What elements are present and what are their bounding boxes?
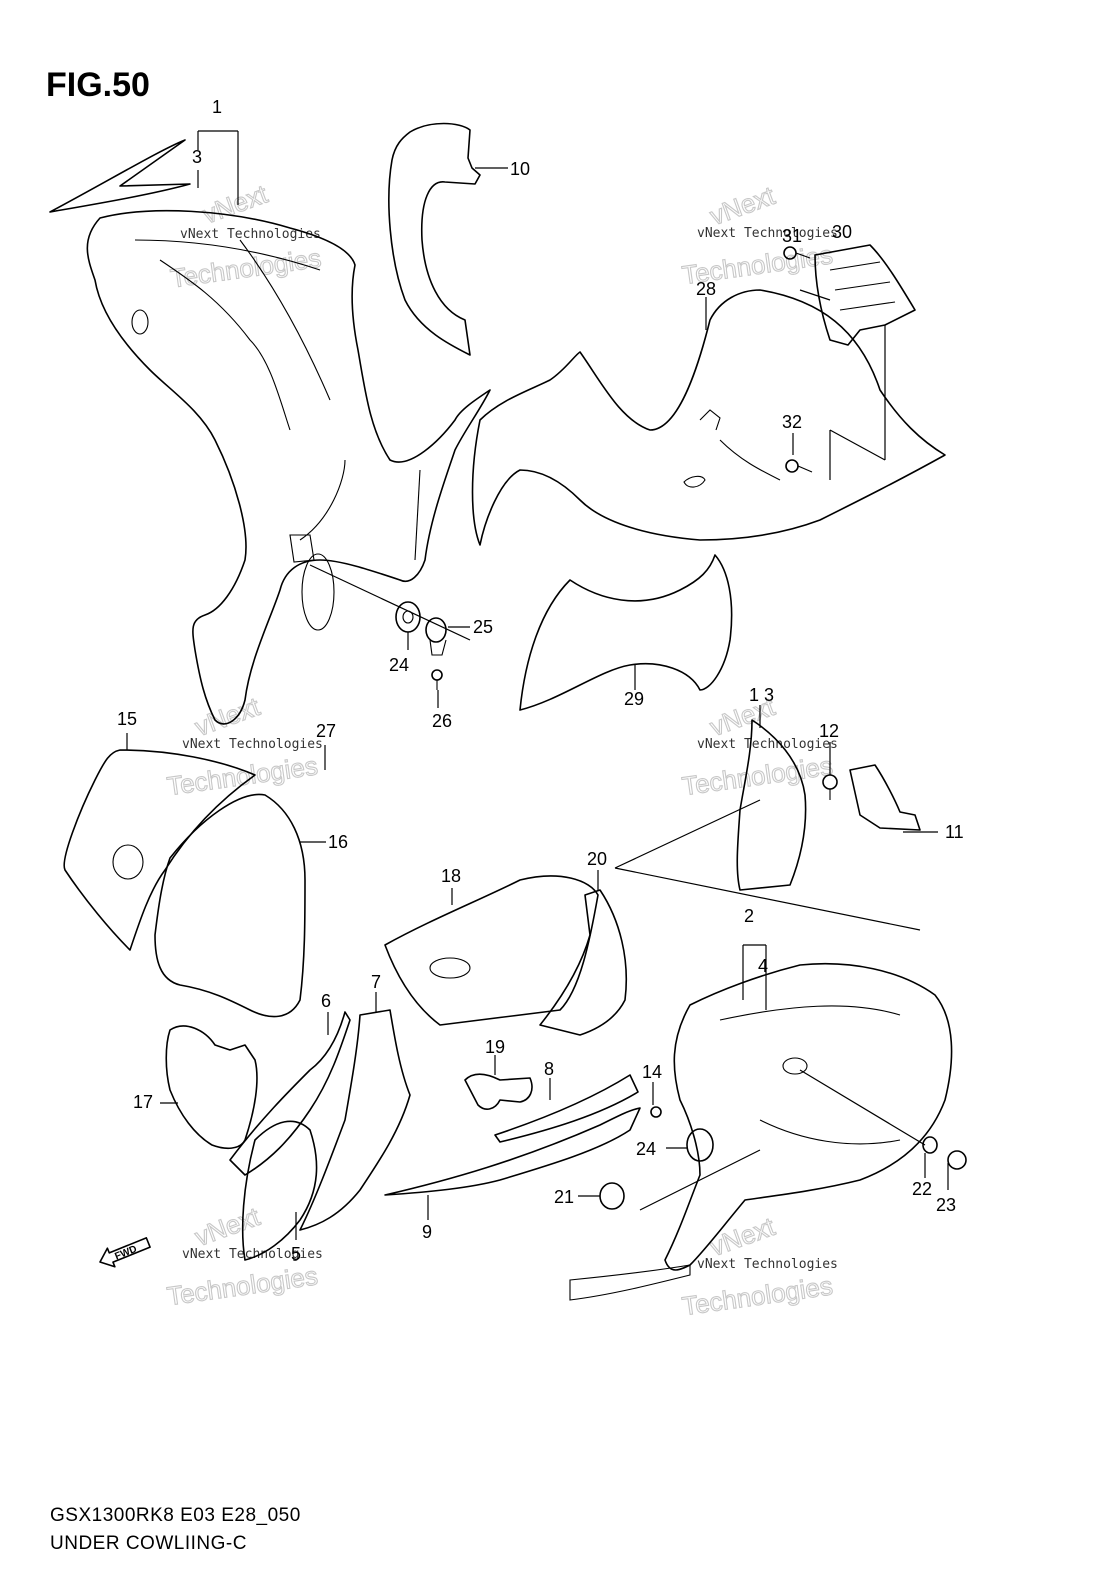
watermark-text: vNext Technologies: [697, 737, 838, 752]
callout-29: 29: [624, 689, 644, 709]
part-5-panel: [241, 1120, 318, 1261]
callout-10: 10: [510, 159, 530, 179]
bracket-guide-lines: [799, 289, 886, 480]
part-13-panel: [736, 719, 807, 891]
part-25-clip: [425, 617, 447, 656]
part-11-bracket: [849, 764, 921, 831]
part-17-bracket: [165, 1025, 258, 1150]
callout-11: 11: [945, 822, 964, 842]
callout-9: 9: [422, 1222, 432, 1242]
callout-19: 19: [485, 1037, 505, 1057]
part-23-screw: [947, 1150, 967, 1170]
part-24-grommet-lower: [686, 1128, 714, 1162]
leader-grommet-axis: [309, 564, 471, 641]
callout-20: 20: [587, 849, 607, 869]
callout-32: 32: [782, 412, 802, 432]
callout-21: 21: [554, 1187, 574, 1207]
callout-24-lower: 24: [636, 1139, 656, 1159]
callout-14: 14: [642, 1062, 662, 1082]
watermark-big: vNext: [706, 1211, 779, 1262]
callout-23: 23: [936, 1195, 956, 1215]
part-2-lower-cowling: [569, 962, 953, 1301]
part-10-duct: [388, 122, 481, 356]
part-8-strip: [494, 1074, 639, 1143]
watermark-big: vNext: [706, 180, 779, 231]
part-1-side-cowling: [86, 209, 491, 725]
part-9-panel: [384, 1107, 641, 1196]
callout-16: 16: [328, 832, 348, 852]
leader-lines: [126, 130, 949, 1240]
model-code: GSX1300RK8 E03 E28_050: [50, 1505, 301, 1526]
watermark-big: Technologies: [680, 750, 834, 801]
watermark-big: vNext: [191, 691, 264, 742]
watermark-big: Technologies: [165, 750, 319, 801]
watermark-big: Technologies: [680, 1270, 834, 1321]
callout-25: 25: [473, 617, 493, 637]
part-31-screw: [783, 246, 811, 260]
callout-7: 7: [371, 972, 381, 992]
callout-31: 31: [782, 226, 802, 246]
callout-22: 22: [912, 1179, 932, 1199]
watermark-big: vNext: [199, 178, 272, 229]
part-7-panel: [299, 1009, 411, 1231]
part-32-screw: [785, 459, 813, 473]
part-29-panel: [519, 554, 733, 711]
callout-27: 27: [316, 721, 336, 741]
callout-17: 17: [133, 1092, 153, 1112]
callout-5: 5: [291, 1244, 301, 1264]
part-26-screw: [431, 669, 443, 690]
fwd-label: FWD: [113, 1244, 138, 1263]
callout-15: 15: [117, 709, 137, 729]
part-14-screw: [650, 1106, 662, 1118]
fwd-arrow: FWD: [99, 1237, 151, 1268]
callout-30: 30: [832, 222, 852, 242]
part-16-inner-panel: [154, 793, 306, 1018]
callout-6: 6: [321, 991, 331, 1011]
part-21-grommet: [599, 1182, 625, 1210]
watermark-big: vNext: [191, 1201, 264, 1252]
watermark-text: vNext Technologies: [697, 226, 838, 241]
section-title: UNDER COWLIING-C: [50, 1533, 247, 1554]
callout-4: 4: [758, 956, 768, 976]
callout-28: 28: [696, 279, 716, 299]
callout-3: 3: [192, 147, 202, 167]
part-6-panel: [229, 1011, 351, 1176]
watermarks: Technologies vNext vNext Technologies Te…: [165, 178, 838, 1322]
watermark-text: vNext Technologies: [697, 1257, 838, 1272]
callout-12: 12: [819, 721, 839, 741]
callout-18: 18: [441, 866, 461, 886]
part-30-bracket: [814, 244, 916, 346]
part-19-rubber: [464, 1073, 533, 1110]
watermark-text: vNext Technologies: [182, 737, 323, 752]
part-22-grommet: [922, 1136, 938, 1154]
callout-1: 1: [212, 97, 222, 117]
watermark-text: vNext Technologies: [180, 227, 321, 242]
figure-title: FIG.50: [46, 66, 150, 104]
part-15-inner-panel: [63, 749, 256, 951]
part-3-decal: [49, 139, 191, 213]
part-18-cover: [384, 875, 599, 1026]
callout-24: 24: [389, 655, 409, 675]
callout-2: 2: [744, 906, 754, 926]
callout-26: 26: [432, 711, 452, 731]
part-20-strip: [539, 889, 628, 1036]
callout-13: 1 3: [749, 685, 774, 705]
watermark-big: Technologies: [165, 1260, 319, 1311]
watermark-text: vNext Technologies: [182, 1247, 323, 1262]
callout-8: 8: [544, 1059, 554, 1079]
callout-labels: 1 3 10 31 30 28 32 25 24 26 29 15 27 1 3…: [117, 97, 964, 1264]
part-28-upper-panel: [471, 289, 946, 546]
